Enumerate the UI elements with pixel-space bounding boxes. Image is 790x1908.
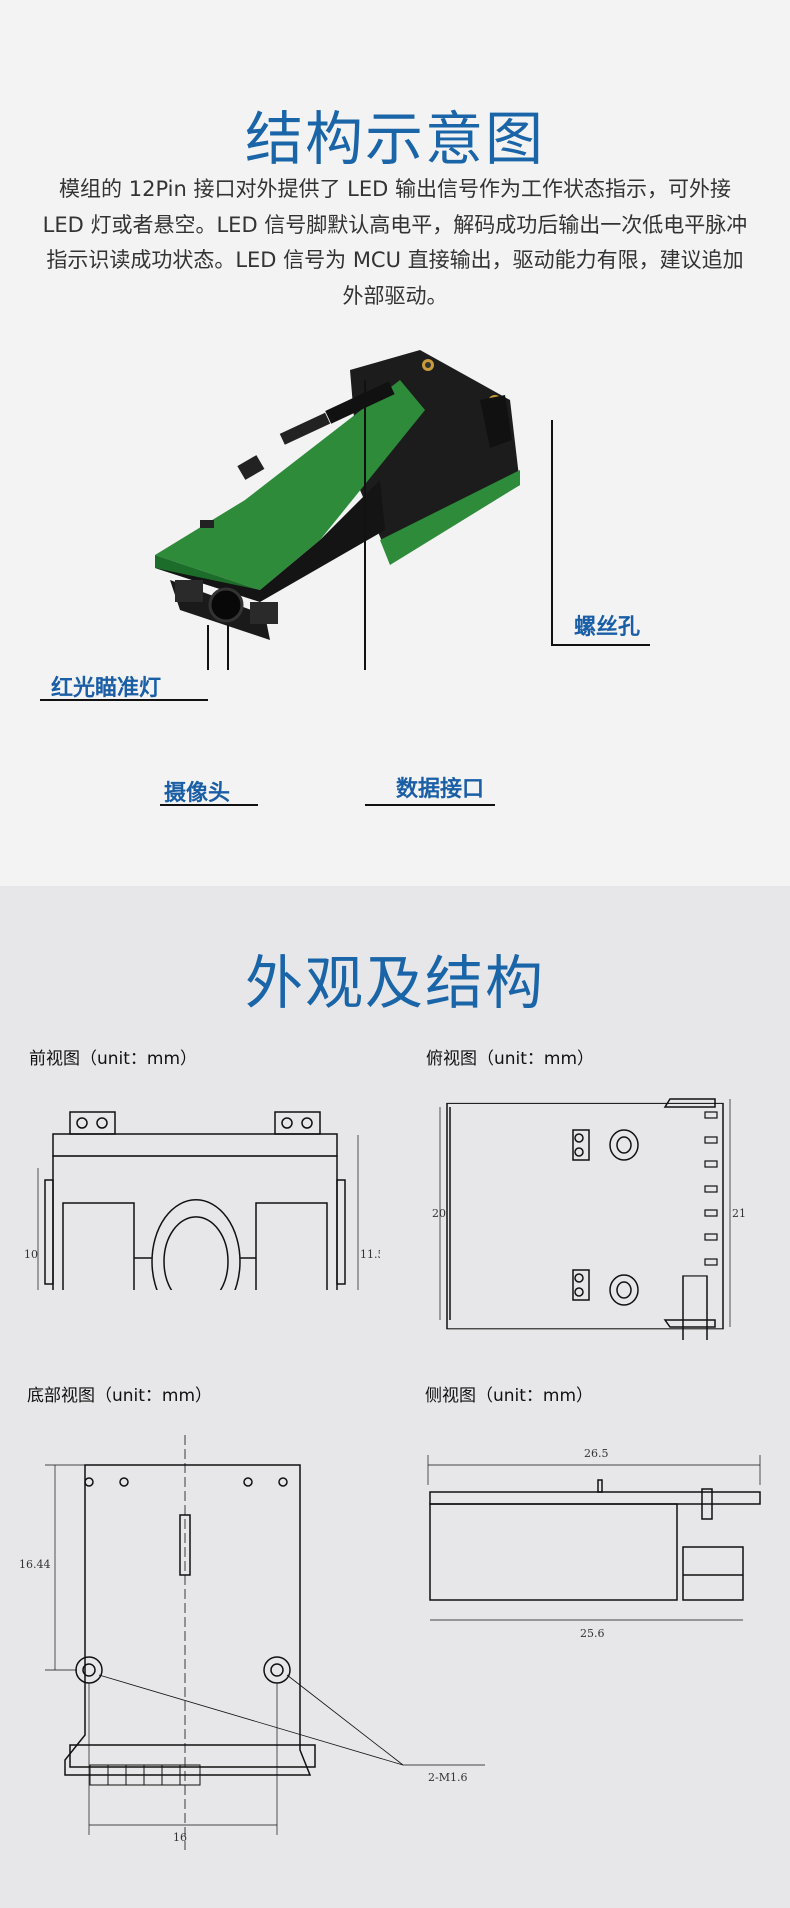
- section-title-2: 外观及结构: [244, 949, 545, 1017]
- description: 模组的 12Pin 接口对外提供了 LED 输出信号作为工作状态指示，可外接 L…: [42, 177, 748, 308]
- bottom-dim-width: 16: [173, 1831, 187, 1844]
- label-camera: 摄像头: [164, 781, 231, 806]
- hole-note: 2-M1.6: [428, 1771, 467, 1784]
- label-screw-hole: 螺丝孔: [574, 615, 641, 640]
- label-aim-led: 红光瞄准灯: [51, 676, 162, 701]
- top-view-drawing: 20 21: [432, 1098, 746, 1340]
- front-view-title: 前视图（unit：mm）: [29, 1049, 198, 1069]
- top-view-title: 俯视图（unit：mm）: [426, 1049, 595, 1069]
- bottom-view-drawing: 16.44 16 2-M1.6: [19, 1435, 485, 1850]
- appearance-section: 外观及结构 前视图（unit：mm） 俯视图（unit：mm） 底部视图（uni…: [0, 886, 790, 1908]
- front-dim-left: 10: [24, 1248, 38, 1261]
- side-view-drawing: 26.5 25.6: [427, 1447, 761, 1640]
- structure-section: 结构示意图 模组的 12Pin 接口对外提供了 LED 输出信号作为工作状态指示…: [0, 0, 790, 886]
- side-view-title: 侧视图（unit：mm）: [425, 1386, 594, 1406]
- top-dim-left: 20: [432, 1207, 446, 1220]
- side-dim-bottom: 25.6: [580, 1627, 605, 1640]
- bottom-dim-height: 16.44: [19, 1558, 51, 1571]
- side-dim-top: 26.5: [584, 1447, 609, 1460]
- top-dim-right: 21: [732, 1207, 746, 1220]
- leader-lines: [40, 644, 650, 806]
- front-dim-right: 11.5: [360, 1248, 380, 1261]
- front-view-drawing: 10 11.5: [24, 1111, 380, 1290]
- section-title: 结构示意图: [244, 105, 545, 173]
- bottom-view-title: 底部视图（unit：mm）: [27, 1386, 213, 1406]
- label-data-port: 数据接口: [396, 777, 485, 802]
